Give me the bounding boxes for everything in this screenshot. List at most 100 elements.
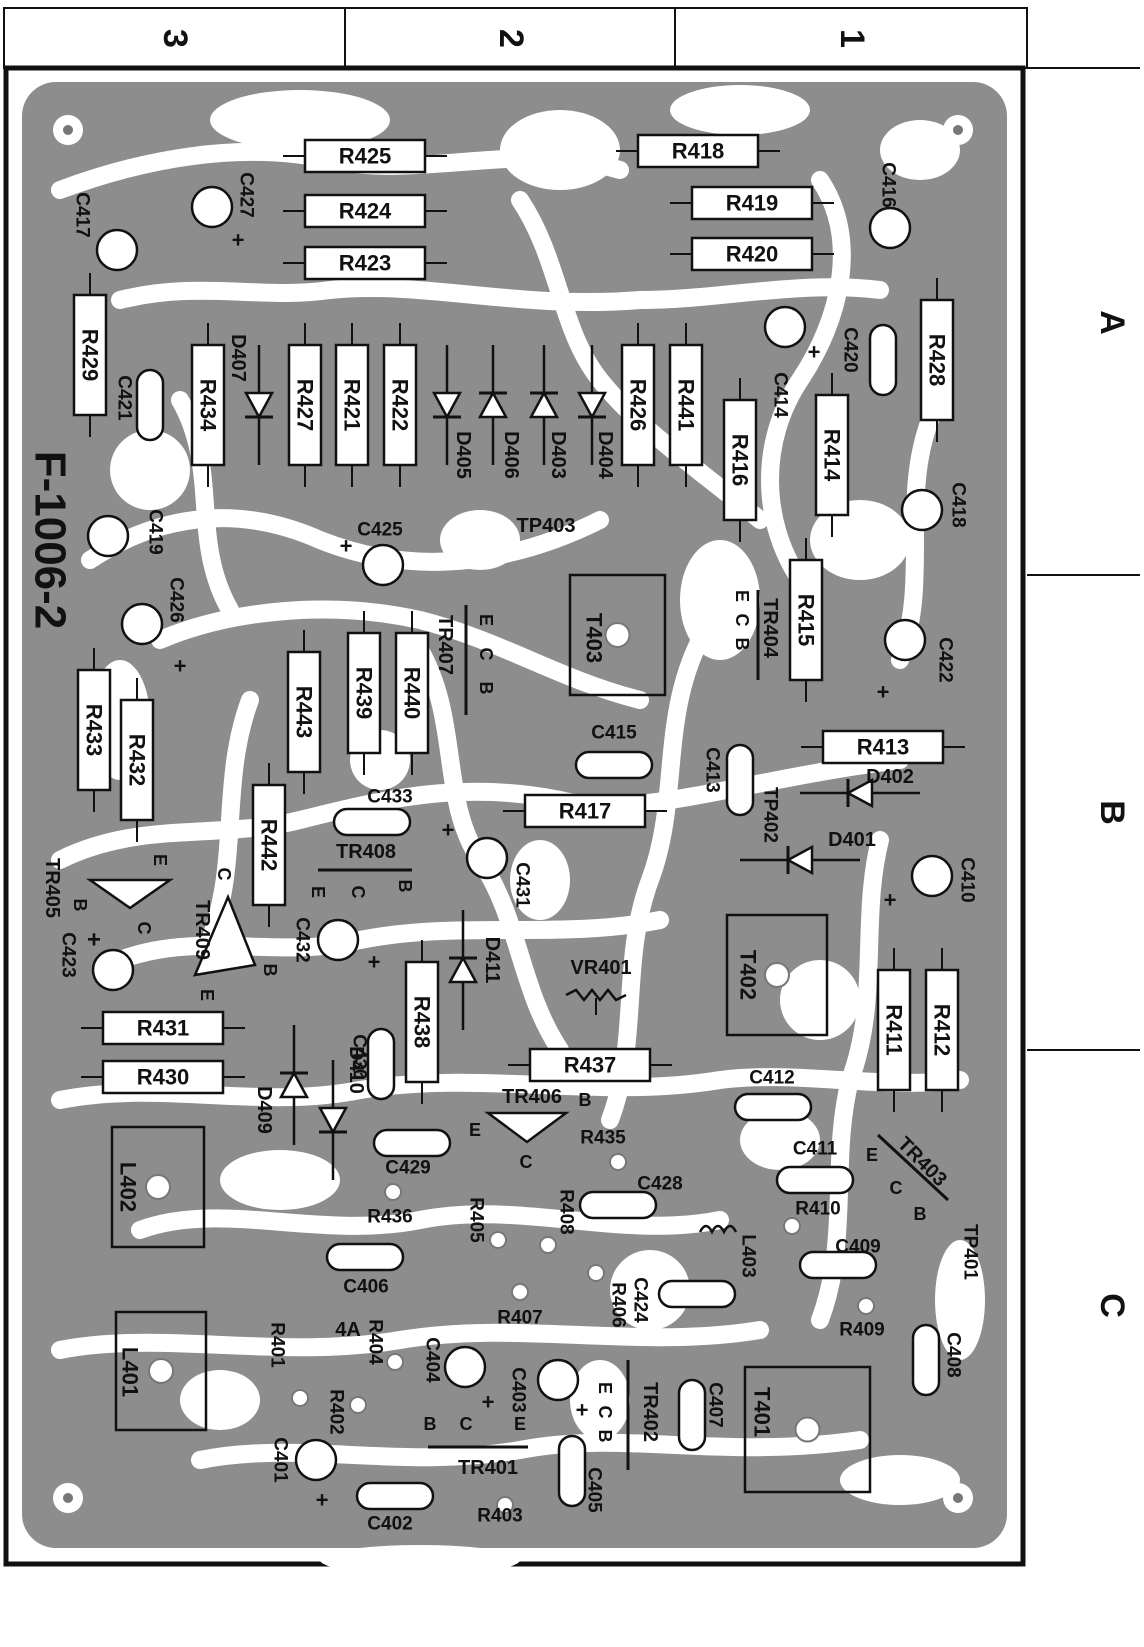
- diode-d402: D402: [800, 766, 920, 809]
- resistor-label: R435: [580, 1128, 626, 1149]
- resistor-label: R441: [674, 379, 699, 432]
- transistor-label: TR401: [458, 1457, 518, 1479]
- resistor-r427: R427: [287, 323, 323, 487]
- resistor-label: R437: [564, 1053, 617, 1078]
- transistor-label: TR404: [759, 598, 781, 659]
- diode-label: D401: [828, 829, 876, 851]
- diode-label: D404: [594, 431, 616, 480]
- resistor-r437: R437: [508, 1047, 672, 1083]
- resistor-r411: R411: [876, 948, 912, 1112]
- capacitor-label: C409: [835, 1237, 880, 1258]
- resistor-label: R411: [882, 1004, 907, 1055]
- pin-letter-e: E: [308, 886, 328, 898]
- resistor-r421: R421: [334, 323, 370, 487]
- diode-d401: D401: [740, 829, 876, 876]
- capacitor-label: C432: [292, 917, 313, 962]
- pin-letter-c: C: [460, 1414, 473, 1434]
- transformer-t402: T402: [725, 913, 829, 1037]
- resistor-r433: R433: [76, 648, 112, 812]
- diode-d409: D409: [253, 1025, 310, 1145]
- resistor-label: R408: [556, 1189, 577, 1234]
- resistor-r403: R403: [477, 1496, 523, 1527]
- capacitor-c412: C412: [733, 1068, 813, 1122]
- diode-d407: D407: [227, 334, 275, 465]
- capacitor-c417: C417: [72, 192, 139, 272]
- resistor-label: R432: [125, 734, 150, 787]
- resistor-label: R427: [293, 379, 318, 432]
- pin-letter-b: B: [476, 682, 496, 695]
- resistor-r415: R415: [788, 538, 824, 702]
- capacitor-label: C416: [878, 162, 899, 207]
- pin-letter-b: B: [424, 1414, 437, 1434]
- resistor-label: R420: [726, 242, 779, 267]
- capacitor-label: C424: [630, 1277, 651, 1323]
- resistor-label: R421: [340, 379, 365, 432]
- resistor-label: R422: [388, 379, 413, 432]
- transistor-tr407: TR407: [434, 605, 468, 715]
- transistor-tr404: TR404: [756, 590, 781, 680]
- resistor-label: R412: [930, 1004, 955, 1057]
- resistor-r418: R418: [616, 133, 780, 169]
- capacitor-label: C411: [793, 1139, 838, 1160]
- misc-label: 4A: [335, 1319, 361, 1341]
- resistor-r426: R426: [620, 323, 656, 487]
- polarity-mark: +: [442, 818, 455, 843]
- capacitor-label: C431: [512, 862, 533, 908]
- polarity-mark: +: [316, 1488, 329, 1513]
- resistor-r412: R412: [924, 948, 960, 1112]
- resistor-r425: R425: [283, 138, 447, 174]
- diode-d403: D403: [528, 345, 569, 479]
- polarity-mark: +: [87, 927, 101, 954]
- resistor-label: R440: [400, 667, 425, 720]
- variable-resistor-vr401: VR401: [565, 957, 632, 1015]
- resistor-r441: R441: [668, 323, 704, 487]
- coil-label: L403: [738, 1234, 759, 1277]
- capacitor-c420: C420: [840, 323, 898, 397]
- resistor-r407: R407: [497, 1283, 543, 1329]
- resistor-label: R415: [794, 594, 819, 647]
- resistor-r419: R419: [670, 185, 834, 221]
- resistor-r409: R409: [839, 1297, 885, 1341]
- capacitor-c411: C411: [775, 1139, 855, 1195]
- capacitor-c422: C422: [883, 618, 956, 683]
- resistor-r436: R436: [367, 1183, 413, 1228]
- pin-letter-b: B: [260, 964, 280, 977]
- resistor-r440: R440: [394, 611, 430, 775]
- transistor-label: TR407: [434, 615, 456, 675]
- diode-d404: D404: [576, 345, 616, 480]
- resistor-label: R419: [726, 191, 779, 216]
- capacitor-c401: C401: [270, 1437, 338, 1483]
- capacitor-label: C421: [114, 375, 135, 421]
- resistor-r431: R431: [81, 1010, 245, 1046]
- resistor-label: R439: [352, 667, 377, 720]
- capacitor-c419: C419: [86, 509, 166, 558]
- resistor-r435: R435: [580, 1128, 627, 1171]
- capacitor-c416: C416: [868, 162, 912, 250]
- capacitor-label: C402: [367, 1514, 412, 1535]
- resistor-label: R434: [196, 379, 221, 432]
- resistor-label: R423: [339, 251, 392, 276]
- capacitor-label: C420: [840, 327, 861, 372]
- capacitor-label: C415: [591, 723, 637, 744]
- capacitor-c408: C408: [911, 1323, 964, 1397]
- resistor-r414: R414: [814, 373, 850, 537]
- capacitor-c403: C403: [508, 1358, 580, 1413]
- polarity-mark: +: [174, 654, 187, 679]
- pin-letter-e: E: [866, 1145, 878, 1165]
- coil-label: L402: [116, 1162, 141, 1212]
- resistor-r420: R420: [670, 236, 834, 272]
- pin-letter-c: C: [476, 648, 496, 661]
- coil-l402: L402: [110, 1125, 206, 1249]
- capacitor-c405: C405: [557, 1434, 605, 1513]
- capacitor-c409: C409: [798, 1237, 881, 1280]
- pin-letter-e: E: [514, 1414, 526, 1434]
- diode-label: D402: [866, 766, 914, 788]
- board-id: F-1006-2: [26, 451, 75, 630]
- resistor-label: R429: [78, 329, 103, 382]
- resistor-r434: R434: [190, 323, 226, 487]
- test-point-tp403: TP403: [517, 515, 576, 537]
- resistor-r442: R442: [251, 763, 287, 927]
- resistor-label: R430: [137, 1065, 190, 1090]
- capacitor-c424: C424: [630, 1277, 737, 1323]
- capacitor-label: C405: [584, 1467, 605, 1513]
